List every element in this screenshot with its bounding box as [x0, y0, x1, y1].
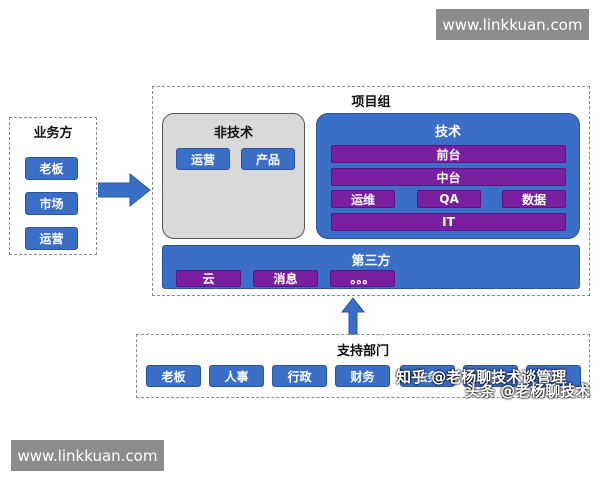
tech-front: 前台 — [331, 145, 566, 163]
third-party-message: 消息 — [253, 270, 318, 287]
business-item-boss: 老板 — [25, 157, 78, 180]
third-party-title: 第三方 — [351, 254, 391, 269]
non-tech-title: 非技术 — [213, 126, 253, 141]
watermark-top: www.linkkuan.com — [436, 9, 589, 40]
arrow-right-icon — [98, 172, 151, 208]
support-item-legal: 法务 — [400, 365, 455, 387]
business-item-operations: 运营 — [25, 227, 78, 250]
project-title: 项目组 — [351, 95, 391, 110]
tech-ops: 运维 — [331, 190, 395, 208]
business-item-market: 市场 — [25, 192, 78, 215]
project-group — [152, 86, 590, 296]
support-item-boss: 老板 — [146, 365, 201, 387]
support-item-asset-mgmt: 资管 — [526, 365, 581, 387]
non-tech-item-product: 产品 — [241, 148, 295, 170]
support-item-hr: 人事 — [209, 365, 264, 387]
tech-it: IT — [331, 213, 566, 231]
business-group — [9, 117, 97, 255]
support-group — [136, 334, 590, 398]
arrow-up-icon — [340, 297, 366, 335]
support-item-finance: 财务 — [335, 365, 390, 387]
tech-middle: 中台 — [331, 168, 566, 186]
support-title: 支持部门 — [336, 344, 389, 359]
tech-data: 数据 — [502, 190, 566, 208]
support-item-admin: 行政 — [272, 365, 327, 387]
non-tech-item-operations: 运营 — [176, 148, 230, 170]
support-item-purchasing: 采购 — [463, 365, 518, 387]
overlay-credit-zhihu: 知乎 @老杨聊技术谈管理 — [396, 368, 567, 386]
tech-qa: QA — [417, 190, 481, 208]
tech-title: 技术 — [434, 125, 461, 140]
non-tech-panel — [162, 113, 305, 239]
business-title: 业务方 — [33, 126, 73, 141]
third-party-cloud: 云 — [176, 270, 241, 287]
third-party-more: 。。。 — [330, 270, 395, 287]
overlay-credit-toutiao: 头条 @老杨聊技术 — [465, 382, 591, 400]
watermark-bottom: www.linkkuan.com — [11, 440, 164, 471]
